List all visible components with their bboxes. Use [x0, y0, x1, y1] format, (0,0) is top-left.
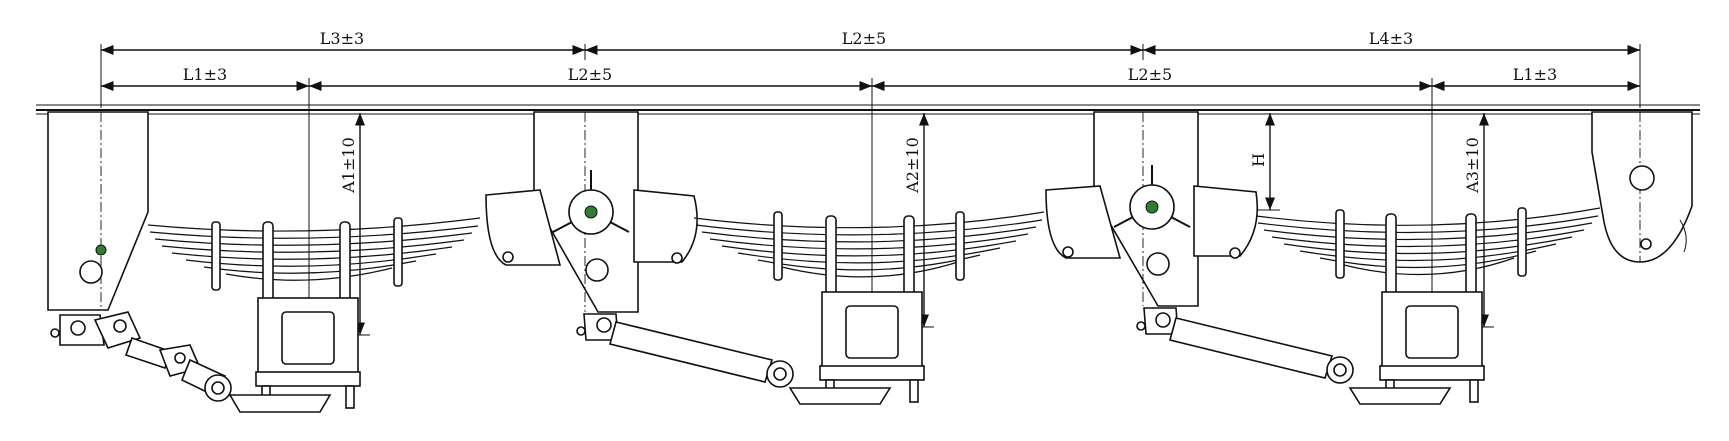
front-radius-rod — [93, 311, 232, 402]
leaf-spring-2 — [693, 211, 1045, 299]
chassis-frame — [36, 104, 1700, 115]
dimension-labels: L3±3 L2±5 L4±3 L1±3 L2±5 L2±5 L1±3 A1±10… — [183, 29, 1557, 194]
front-hanger — [47, 111, 149, 346]
middle-hanger-1 — [485, 111, 698, 341]
label-h: H — [1249, 153, 1268, 167]
axle-1-tube-icon — [281, 311, 335, 365]
label-a1: A1±10 — [339, 137, 358, 194]
leaf-spring-3 — [1255, 207, 1601, 297]
label-l2-b: L2±5 — [1128, 65, 1172, 84]
label-a2: A2±10 — [903, 137, 922, 194]
middle-hanger-2 — [1045, 111, 1259, 335]
axle-seat-3 — [1348, 291, 1485, 405]
label-l2-a: L2±5 — [568, 65, 612, 84]
axle-3-tube-icon — [1405, 305, 1459, 359]
rear-hanger — [1591, 111, 1693, 263]
label-l3: L3±3 — [320, 29, 364, 48]
rear-hanger-pivot-icon — [1640, 238, 1652, 250]
middle-radius-rod-2 — [1169, 317, 1354, 384]
label-l1-rear: L1±3 — [1513, 65, 1557, 84]
rear-hanger-bolt-icon — [1629, 165, 1655, 191]
axle-2-tube-icon — [845, 305, 899, 359]
front-hanger-pivot-icon — [95, 244, 107, 256]
label-l4: L4±3 — [1369, 29, 1413, 48]
label-a3: A3±10 — [1463, 137, 1482, 194]
axle-seat-1 — [228, 297, 361, 413]
leaf-spring-1 — [147, 217, 481, 303]
label-l2-top: L2±5 — [842, 29, 886, 48]
dimension-lines — [100, 44, 1641, 345]
middle-radius-rod-1 — [609, 321, 794, 388]
axle-seat-2 — [788, 291, 925, 405]
label-l1-front: L1±3 — [183, 65, 227, 84]
front-hanger-bolt-icon — [79, 260, 103, 284]
